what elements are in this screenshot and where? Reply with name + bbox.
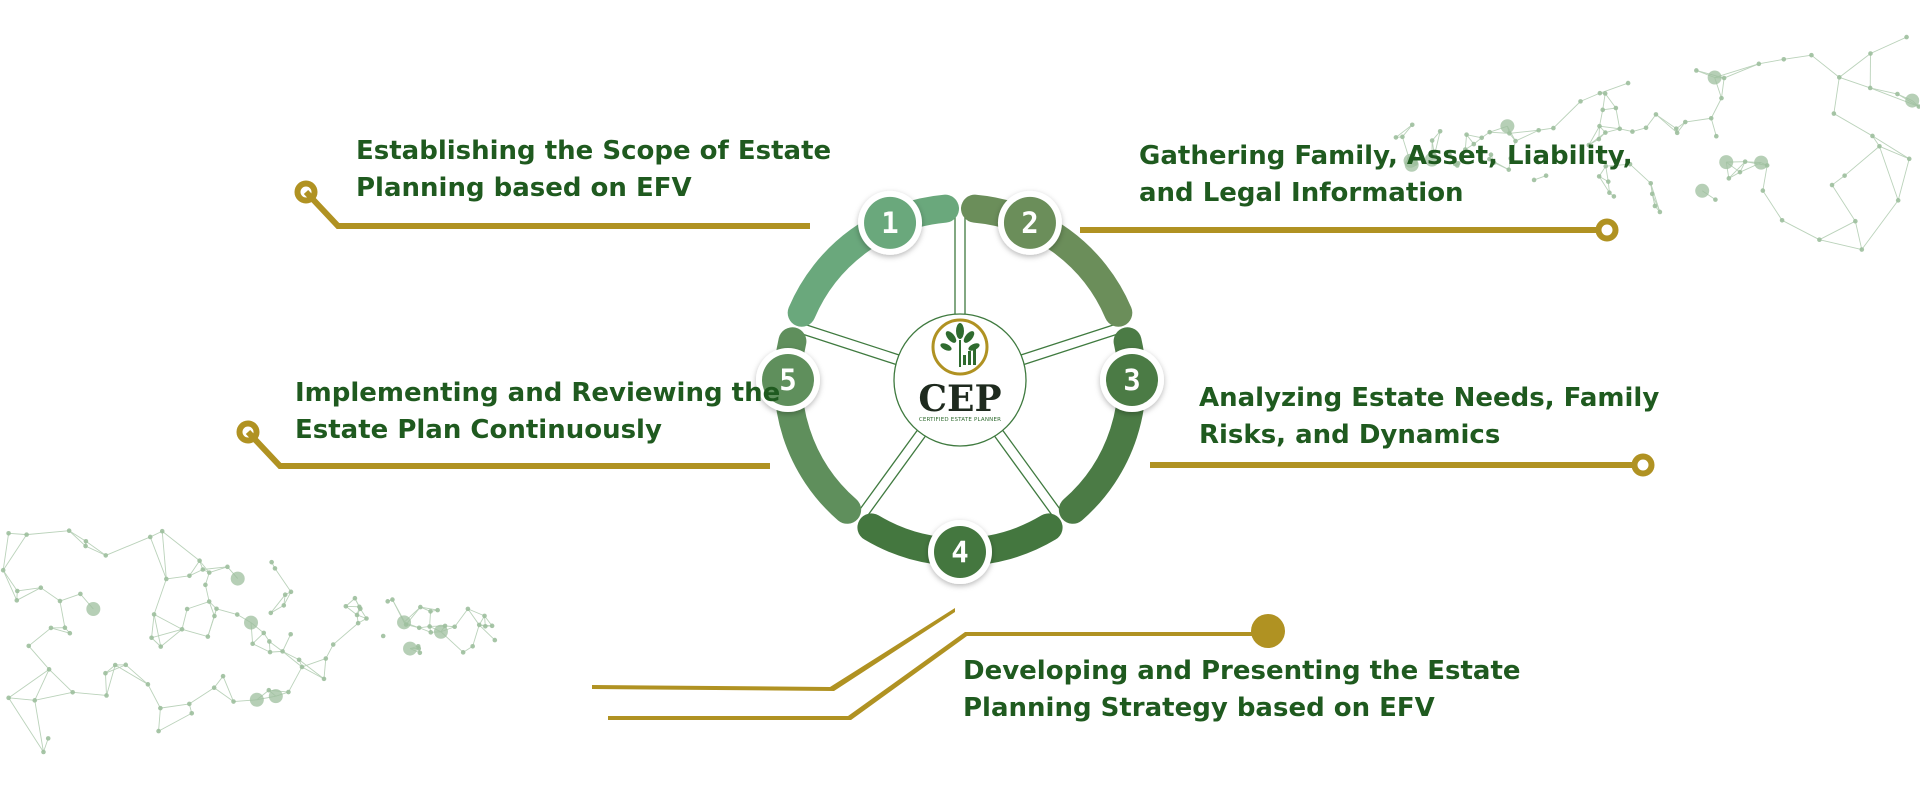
step-1-line-2: Planning based on EFV [356, 173, 692, 203]
step-3-line-1: Analyzing Estate Needs, Family [1199, 383, 1660, 413]
wheel-spokes [798, 212, 1122, 520]
connector-step-2 [1080, 218, 1619, 242]
step-5-line-1: Implementing and Reviewing the [295, 378, 781, 408]
logo-subtext: CERTIFIED ESTATE PLANNER [919, 417, 1001, 423]
step-4-line-1: Developing and Presenting the Estate [963, 656, 1521, 686]
network-decoration-bottom-left [0, 528, 498, 755]
step-1-line-1: Establishing the Scope of Estate [356, 136, 832, 166]
step-2-badge: 2 [997, 190, 1062, 255]
step-4-number: 4 [951, 535, 968, 569]
step-5-number: 5 [779, 363, 796, 397]
step-1-text: Establishing the Scope of Estate Plannin… [356, 133, 831, 207]
wheel-segment-2 [960, 194, 1133, 327]
connector-step-1 [294, 180, 810, 229]
process-wheel: 1 2 3 4 5 [756, 190, 1164, 584]
step-1-number: 1 [881, 206, 898, 240]
step-2-line-2: and Legal Information [1139, 178, 1464, 208]
logo-text: CEP [918, 378, 1001, 420]
step-2-text: Gathering Family, Asset, Liability, and … [1139, 138, 1633, 212]
wheel-spoke [856, 430, 918, 514]
cep-logo: CEP CERTIFIED ESTATE PLANNER [918, 318, 1002, 423]
step-5-badge: 5 [756, 348, 820, 412]
step-4-text: Developing and Presenting the Estate Pla… [963, 653, 1521, 727]
step-1-badge: 1 [858, 190, 923, 255]
wheel-spoke [801, 322, 899, 356]
wheel-spoke [864, 435, 926, 520]
step-3-number: 3 [1123, 363, 1140, 397]
network-decoration-top-right [1393, 34, 1920, 252]
step-4-line-2: Planning Strategy based on EFV [963, 693, 1435, 723]
tree-growth-icon [940, 323, 980, 367]
connector-step-5 [236, 420, 770, 469]
wheel-spoke [1021, 322, 1119, 356]
step-4-badge: 4 [928, 520, 992, 584]
step-3-text: Analyzing Estate Needs, Family Risks, an… [1199, 380, 1659, 454]
step-3-badge: 3 [1100, 348, 1164, 412]
step-5-text: Implementing and Reviewing the Estate Pl… [295, 375, 780, 449]
step-3-line-2: Risks, and Dynamics [1199, 420, 1501, 450]
step-2-line-1: Gathering Family, Asset, Liability, [1139, 141, 1633, 171]
connector-step-4 [592, 608, 1285, 720]
wheel-spoke [994, 435, 1056, 520]
connector-step-3 [1150, 453, 1655, 477]
step-2-number: 2 [1021, 206, 1038, 240]
step-5-line-2: Estate Plan Continuously [295, 415, 662, 445]
wheel-spoke [1024, 332, 1122, 365]
wheel-spoke [1002, 430, 1064, 514]
wheel-spoke [798, 332, 896, 365]
wheel-segment-1 [787, 194, 960, 327]
